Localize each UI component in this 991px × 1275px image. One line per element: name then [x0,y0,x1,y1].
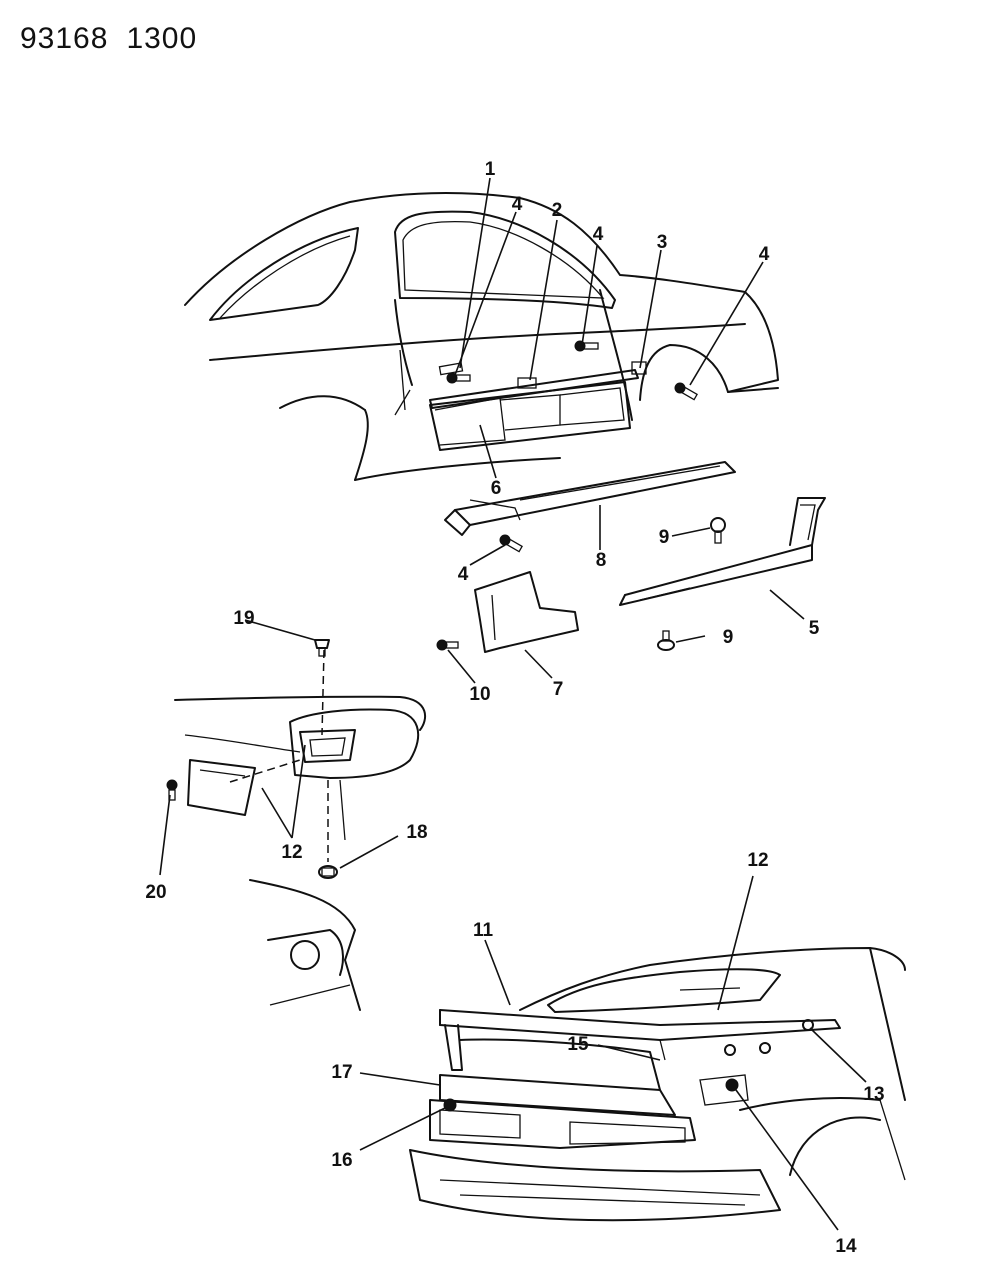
callout-18: 18 [406,822,427,843]
callout-9-a: 9 [659,527,670,548]
callout-16: 16 [331,1150,352,1171]
callout-12-b: 12 [747,850,768,871]
callout-4-c: 4 [759,244,770,265]
callout-4-a: 4 [512,194,523,215]
callout-1: 1 [485,159,496,180]
diagram-doc-number: 93168 [20,22,109,55]
callout-9-b: 9 [723,627,734,648]
sill-parts [436,461,826,653]
callout-20: 20 [145,882,166,903]
callout-8: 8 [596,550,607,571]
fastener-icons [446,340,698,553]
callout-2: 2 [552,200,563,221]
callout-5: 5 [809,618,820,639]
callout-labels: 1 4 2 4 3 4 6 8 4 9 9 5 7 10 19 18 12 20… [145,159,884,1257]
callout-15: 15 [567,1034,589,1055]
callout-11: 11 [473,920,494,941]
spoiler-detail [166,639,427,1011]
leader-lines [159,177,867,1231]
car-side-view [184,192,779,481]
callout-12-a: 12 [281,842,302,863]
callout-3: 3 [657,232,668,253]
callout-14: 14 [835,1236,857,1257]
callout-4-b: 4 [593,224,604,245]
car-rear-view [409,947,906,1222]
callout-6: 6 [491,478,502,499]
diagram-header: 93168 1300 [20,22,215,56]
callout-10: 10 [469,684,490,705]
callout-7: 7 [553,679,564,700]
diagram-page-code: 1300 [126,22,198,55]
callout-19: 19 [233,608,254,629]
callout-4-d: 4 [458,564,469,585]
callout-17: 17 [331,1062,352,1083]
callout-13: 13 [863,1084,884,1105]
